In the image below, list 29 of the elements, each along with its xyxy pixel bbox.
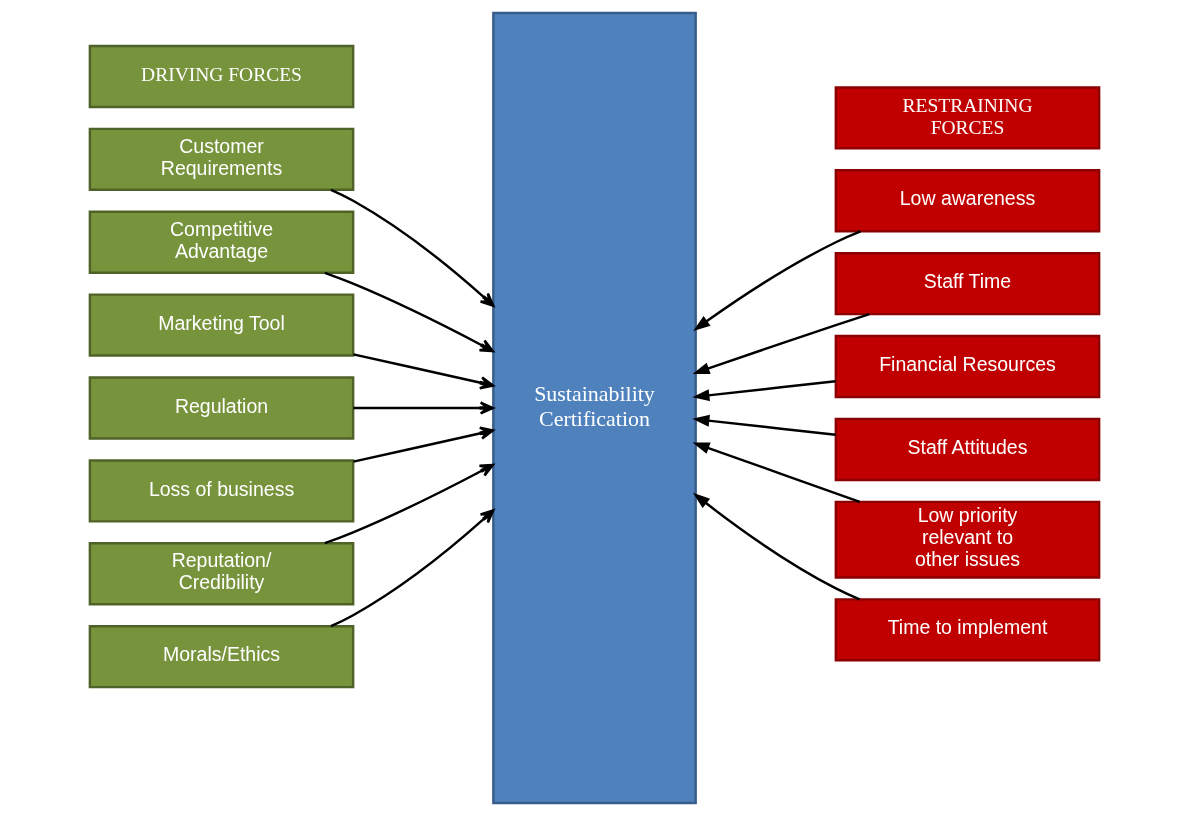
arrow — [330, 188, 495, 307]
node-box: Morals/Ethics — [88, 624, 355, 689]
node-box: Reputation/ Credibility — [88, 542, 355, 606]
node-box: RESTRAINING FORCES — [834, 86, 1101, 150]
arrow — [692, 442, 861, 503]
arrow — [692, 379, 836, 402]
node-box: Staff Time — [834, 252, 1101, 316]
arrow — [692, 414, 836, 437]
node-box: Regulation — [88, 376, 355, 440]
arrow — [353, 353, 495, 390]
arrow — [353, 401, 495, 415]
node-box: Customer Requirements — [88, 127, 355, 192]
node-box: Competitive Advantage — [88, 210, 355, 274]
node-box: Time to implement — [834, 598, 1101, 662]
node-box: Staff Attitudes — [834, 417, 1101, 482]
arrow — [692, 313, 870, 375]
node-box: Low priority relevant to other issues — [834, 500, 1101, 579]
arrow — [692, 492, 861, 601]
arrow — [353, 426, 495, 463]
arrow — [693, 230, 861, 331]
arrow — [330, 509, 495, 628]
node-box: Financial Resources — [834, 334, 1101, 399]
arrow — [324, 271, 495, 353]
node-box: DRIVING FORCES — [88, 44, 355, 109]
node-box: Loss of business — [88, 459, 355, 523]
node-box: Marketing Tool — [88, 293, 355, 357]
node-box: Sustainability Certification — [492, 11, 697, 805]
arrow — [324, 463, 495, 545]
node-box: Low awareness — [834, 169, 1101, 233]
